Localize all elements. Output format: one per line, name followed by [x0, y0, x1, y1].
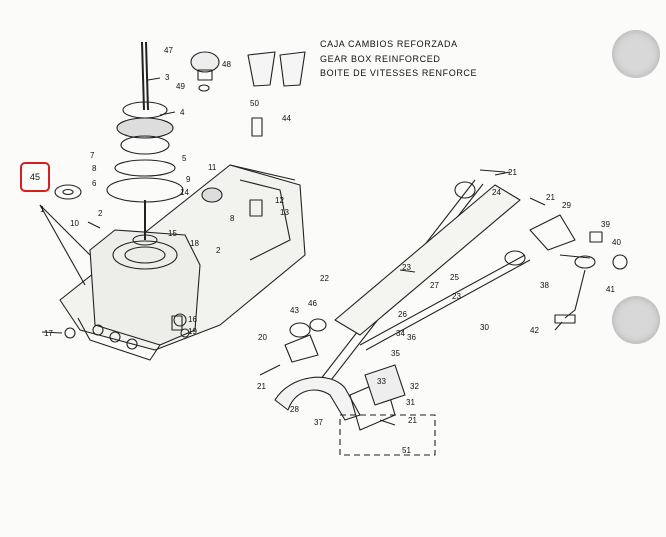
label-2b: 2	[216, 246, 221, 255]
label-17: 17	[44, 329, 53, 338]
label-8b: 8	[230, 214, 235, 223]
label-43: 43	[290, 306, 299, 315]
label-50: 50	[250, 99, 259, 108]
label-2: 2	[98, 209, 103, 218]
label-7: 7	[90, 151, 95, 160]
label-51: 51	[402, 446, 411, 455]
title-english: GEAR BOX REINFORCED	[320, 54, 441, 64]
label-13: 13	[280, 208, 289, 217]
label-38: 38	[540, 281, 549, 290]
label-41: 41	[606, 285, 615, 294]
label-44: 44	[282, 114, 291, 123]
label-9: 9	[186, 175, 191, 184]
label-23a: 23	[402, 263, 411, 272]
label-21d: 21	[408, 416, 417, 425]
label-24: 24	[492, 188, 501, 197]
label-36: 36	[407, 333, 416, 342]
binder-hole-top	[612, 30, 660, 78]
label-16: 16	[188, 315, 197, 324]
label-33: 33	[377, 377, 386, 386]
label-40: 40	[612, 238, 621, 247]
label-19: 19	[188, 327, 197, 336]
label-18: 18	[190, 239, 199, 248]
label-3: 3	[165, 73, 170, 82]
label-4: 4	[180, 108, 185, 117]
label-47: 47	[164, 46, 173, 55]
label-27: 27	[430, 281, 439, 290]
label-39: 39	[601, 220, 610, 229]
label-1: 1	[40, 205, 45, 214]
label-14: 14	[180, 188, 189, 197]
label-31: 31	[406, 398, 415, 407]
label-25: 25	[450, 273, 459, 282]
label-37: 37	[314, 418, 323, 427]
label-28: 28	[290, 405, 299, 414]
label-23b: 23	[452, 292, 461, 301]
title-spanish: CAJA CAMBIOS REFORZADA	[320, 39, 458, 49]
highlighted-part-45-callout[interactable]: 45	[20, 162, 50, 192]
label-48: 48	[222, 60, 231, 69]
label-34: 34	[396, 329, 405, 338]
label-32: 32	[410, 382, 419, 391]
label-8: 8	[92, 164, 97, 173]
label-29: 29	[562, 201, 571, 210]
label-12: 12	[275, 196, 284, 205]
label-49: 49	[176, 82, 185, 91]
label-35: 35	[391, 349, 400, 358]
title-french: BOITE DE VITESSES RENFORCE	[320, 68, 478, 78]
label-22: 22	[320, 274, 329, 283]
label-6: 6	[92, 179, 97, 188]
label-10: 10	[70, 219, 79, 228]
label-26: 26	[398, 310, 407, 319]
label-46: 46	[308, 299, 317, 308]
label-11: 11	[208, 163, 217, 172]
binder-hole-bottom	[612, 296, 660, 344]
label-30: 30	[480, 323, 489, 332]
label-21a: 21	[508, 168, 517, 177]
label-42: 42	[530, 326, 539, 335]
label-15: 15	[168, 229, 177, 238]
label-5: 5	[182, 154, 187, 163]
label-21b: 21	[546, 193, 555, 202]
label-21c: 21	[257, 382, 266, 391]
label-20: 20	[258, 333, 267, 342]
